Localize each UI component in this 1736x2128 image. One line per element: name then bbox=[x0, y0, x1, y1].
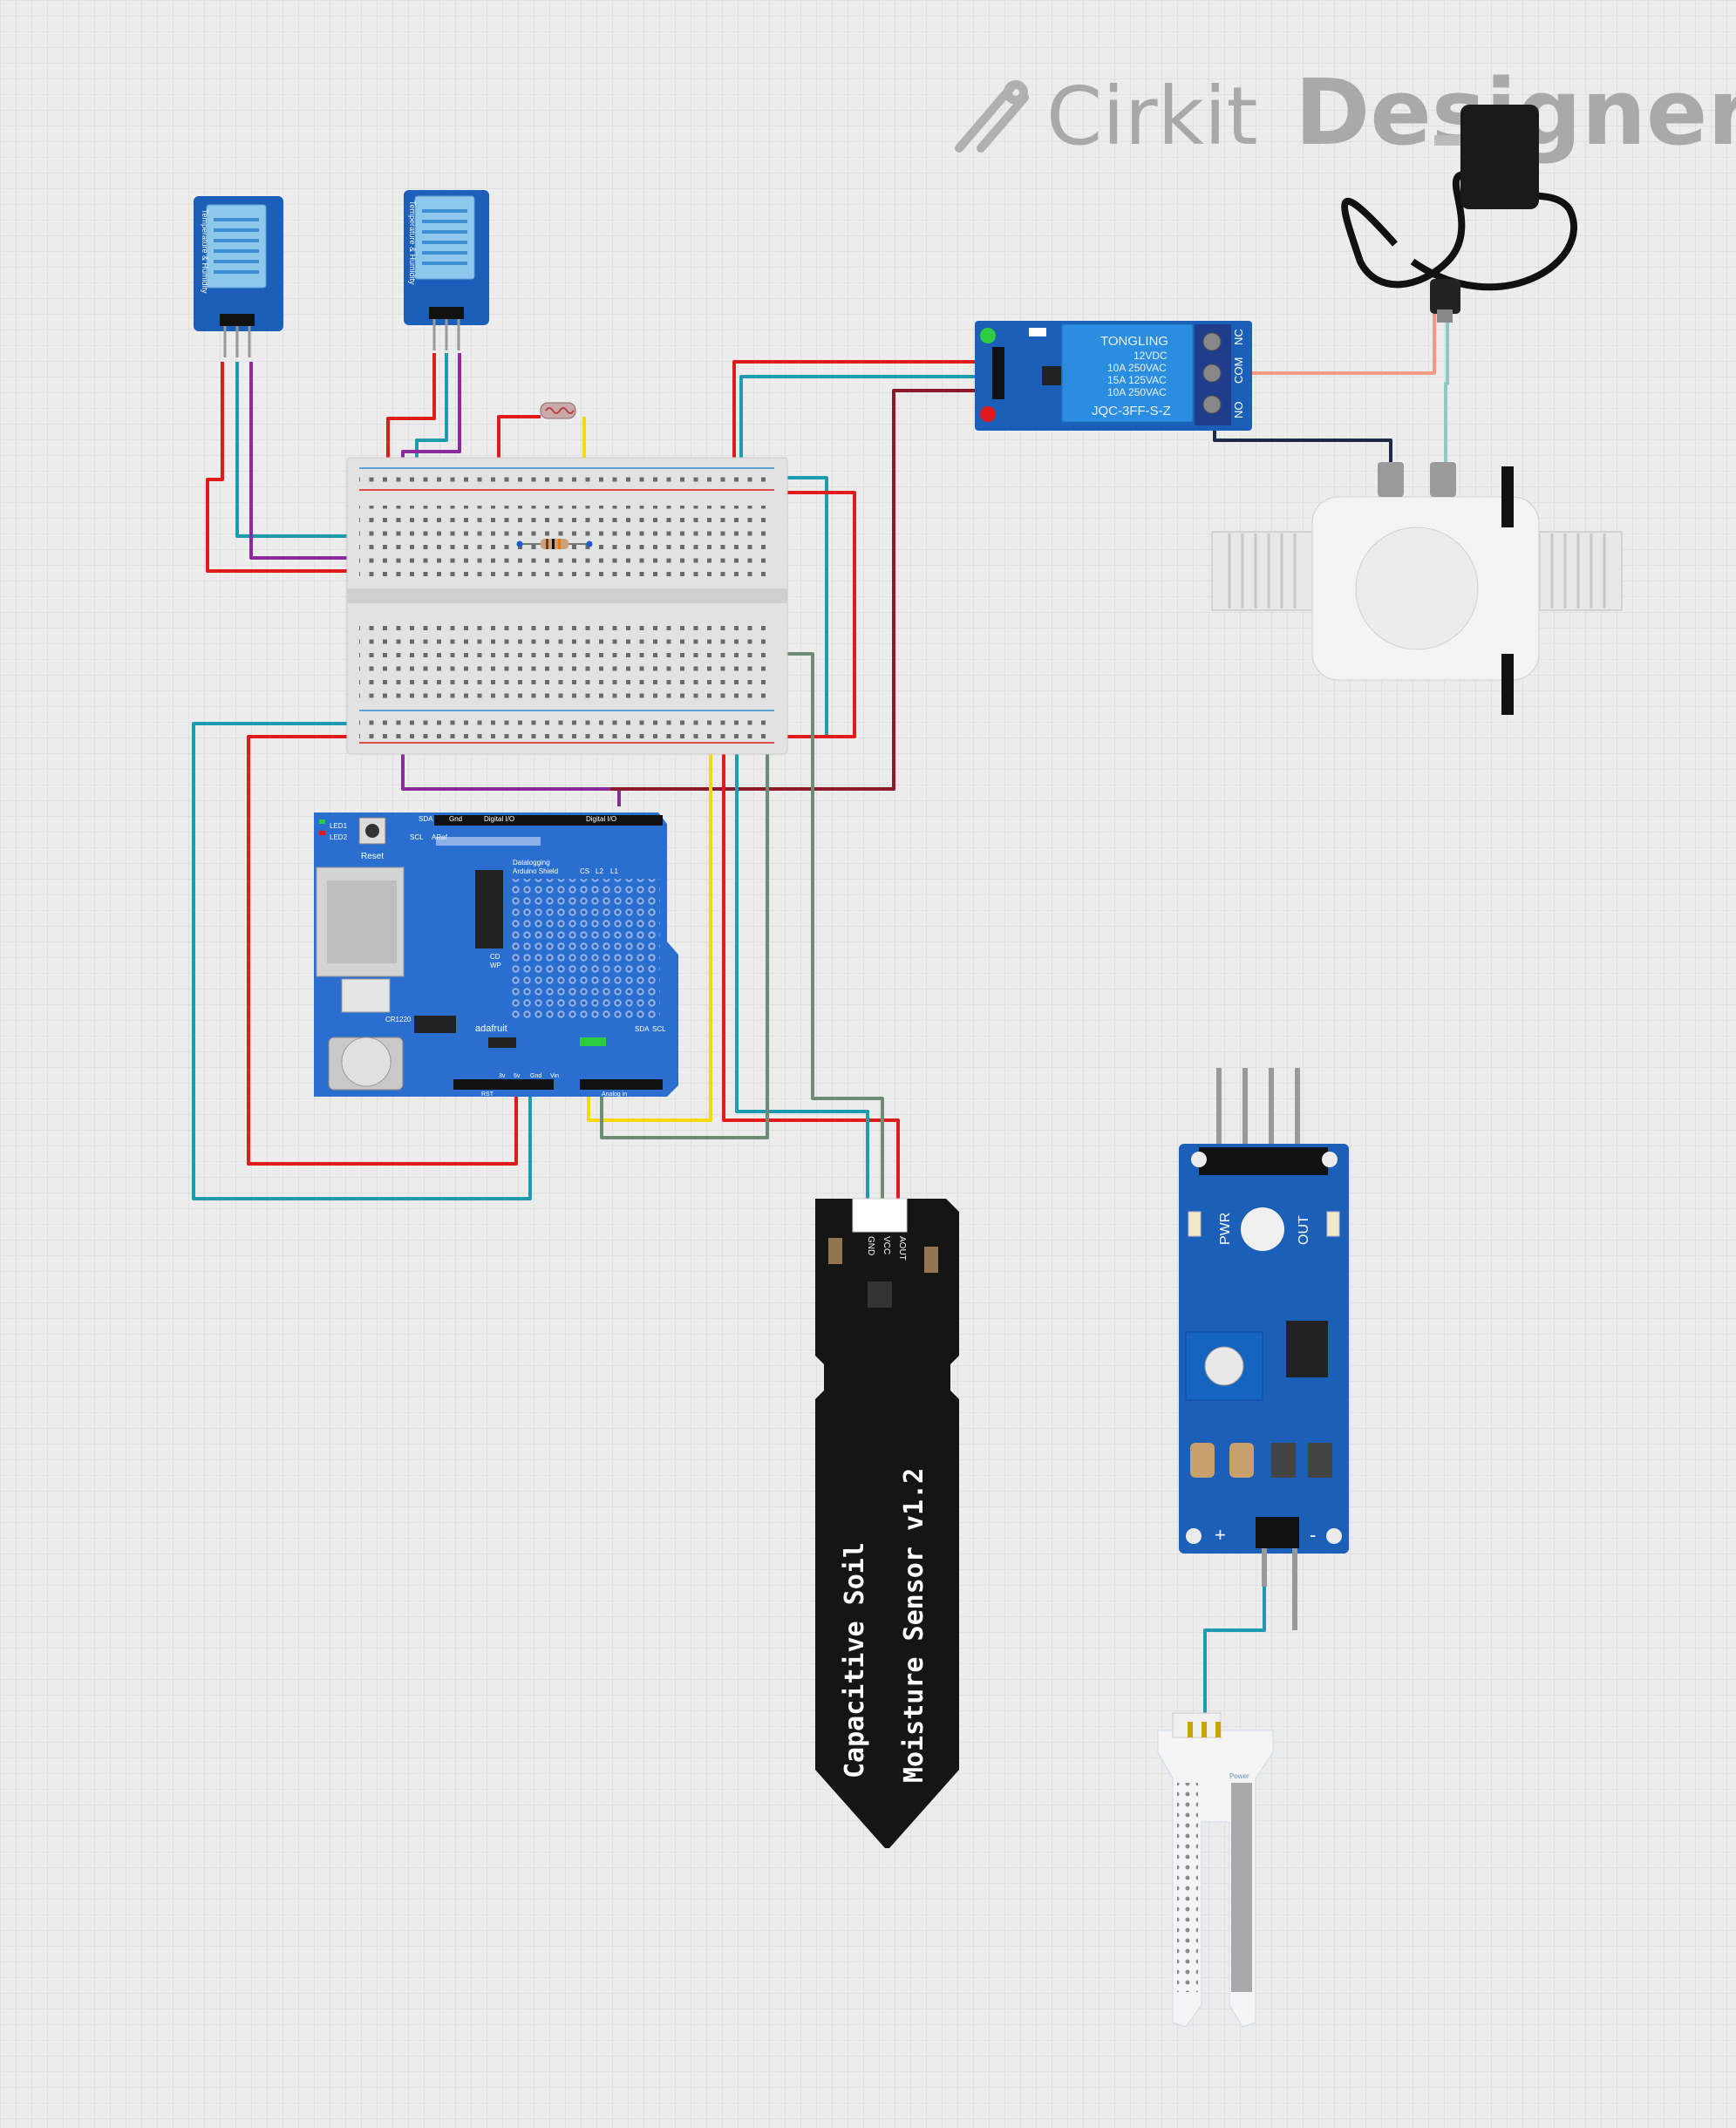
shield-sda-top: SDA bbox=[419, 815, 433, 823]
shield-title: Datalogging bbox=[513, 859, 550, 867]
cap-label-line2: Moisture Sensor v1.2 bbox=[899, 1468, 929, 1783]
breadboard[interactable] bbox=[346, 457, 788, 755]
cap-pin-gnd: GND bbox=[866, 1236, 875, 1255]
shield-reset-label: Reset bbox=[361, 852, 384, 861]
shield-rst-label: RST bbox=[481, 1091, 494, 1098]
relay-module[interactable]: TONGLING 12VDC 10A 250VAC 15A 125VAC 10A… bbox=[975, 321, 1252, 431]
wire-sage-cap-aout[interactable] bbox=[767, 652, 884, 1199]
relay-spec4: 10A 250VAC bbox=[1107, 386, 1167, 398]
module-out-label: OUT bbox=[1297, 1215, 1311, 1245]
cap-pin-vcc: VCC bbox=[882, 1236, 891, 1254]
relay-pin-no: NO bbox=[1232, 402, 1245, 419]
shield-gnd-top: Gnd bbox=[449, 815, 462, 823]
module-minus-label: - bbox=[1310, 1524, 1316, 1546]
wire-red-relay[interactable] bbox=[732, 360, 992, 493]
shield-led1-label: LED1 bbox=[330, 822, 348, 830]
photoresistor[interactable] bbox=[540, 402, 576, 419]
moisture-sensor-module[interactable]: PWR OUT + - bbox=[1179, 1068, 1349, 1630]
shield-analog-label: Analog in bbox=[602, 1091, 627, 1098]
shield-subtitle: Arduino Shield bbox=[513, 867, 558, 875]
relay-spec3: 15A 125VAC bbox=[1107, 374, 1167, 386]
relay-pin-nc: NC bbox=[1232, 329, 1245, 345]
shield-scl-label: SCL bbox=[652, 1025, 666, 1033]
shield-sda-label: SDA bbox=[635, 1025, 650, 1033]
wire-salmon-adapter[interactable] bbox=[1216, 314, 1436, 375]
power-adapter[interactable] bbox=[1341, 105, 1578, 323]
wire-lightteal-adapter[interactable] bbox=[1444, 318, 1449, 462]
relay-brand: TONGLING bbox=[1100, 334, 1168, 349]
wire-darkred-relay[interactable] bbox=[610, 389, 992, 791]
dht11-a-label: Temperature & Humidity bbox=[201, 209, 209, 294]
dht11-b-label: Temperature & Humidity bbox=[408, 201, 417, 285]
cap-label-line1: Capacitive Soil bbox=[840, 1542, 870, 1778]
solenoid-valve[interactable] bbox=[1211, 462, 1623, 715]
shield-aref: ARef bbox=[432, 833, 448, 841]
relay-spec1: 12VDC bbox=[1134, 350, 1168, 362]
resistor[interactable] bbox=[516, 539, 593, 549]
shield-l2-label: L2 bbox=[596, 867, 603, 875]
shield-vin-label: Vin bbox=[550, 1073, 559, 1079]
cirkit-logo-icon bbox=[955, 80, 1029, 153]
shield-battery-label: CR1220 bbox=[385, 1016, 412, 1023]
shield-led2-label: LED2 bbox=[330, 833, 348, 841]
probe-power-label: Power bbox=[1229, 1772, 1249, 1780]
wire-red-cap-vcc[interactable] bbox=[722, 715, 900, 1199]
shield-brand: adafruit bbox=[475, 1023, 507, 1034]
capacitive-moisture-sensor[interactable]: GND VCC AOUT Capacitive Soil Moisture Se… bbox=[815, 1198, 959, 1848]
shield-cs-label: CS bbox=[580, 867, 589, 875]
cirkit-logo: Cirkit Designer bbox=[955, 59, 1736, 166]
datalogging-shield[interactable]: Reset LED1 LED2 SDA Gnd Digital I/O Digi… bbox=[314, 812, 678, 1098]
relay-pin-com: COM bbox=[1232, 357, 1245, 384]
wire-teal-ground[interactable] bbox=[192, 722, 532, 1200]
wire-teal-probe[interactable] bbox=[1203, 1547, 1266, 1713]
shield-scl-top: SCL bbox=[410, 833, 424, 841]
dht11-sensor-a[interactable]: Temperature & Humidity bbox=[194, 196, 283, 357]
module-pwr-label: PWR bbox=[1218, 1213, 1233, 1245]
relay-model: JQC-3FF-S-Z bbox=[1092, 404, 1171, 418]
shield-5v-label: 5v bbox=[514, 1073, 521, 1079]
wire-red-rail[interactable] bbox=[750, 491, 856, 738]
shield-digital-io-left: Digital I/O bbox=[484, 815, 514, 823]
shield-l1-label: L1 bbox=[610, 867, 618, 875]
shield-digital-io-right: Digital I/O bbox=[586, 815, 616, 823]
wire-sage-a1[interactable] bbox=[600, 658, 769, 1139]
dht11-sensor-b[interactable]: Temperature & Humidity bbox=[404, 190, 489, 350]
shield-3v-label: 3v bbox=[499, 1073, 506, 1079]
logo-cirkit-text: Cirkit bbox=[1046, 70, 1258, 163]
shield-wp-label: WP bbox=[490, 962, 501, 969]
moisture-probe[interactable]: Power bbox=[1157, 1712, 1274, 2028]
shield-gnd-label: Gnd bbox=[530, 1073, 541, 1079]
shield-cd-label: CD bbox=[490, 953, 500, 961]
wire-red-power[interactable] bbox=[247, 735, 518, 1166]
relay-spec2: 10A 250VAC bbox=[1107, 362, 1167, 374]
cap-pin-aout: AOUT bbox=[897, 1236, 907, 1261]
module-plus-label: + bbox=[1215, 1524, 1226, 1546]
wire-teal-cap-gnd[interactable] bbox=[735, 728, 869, 1199]
